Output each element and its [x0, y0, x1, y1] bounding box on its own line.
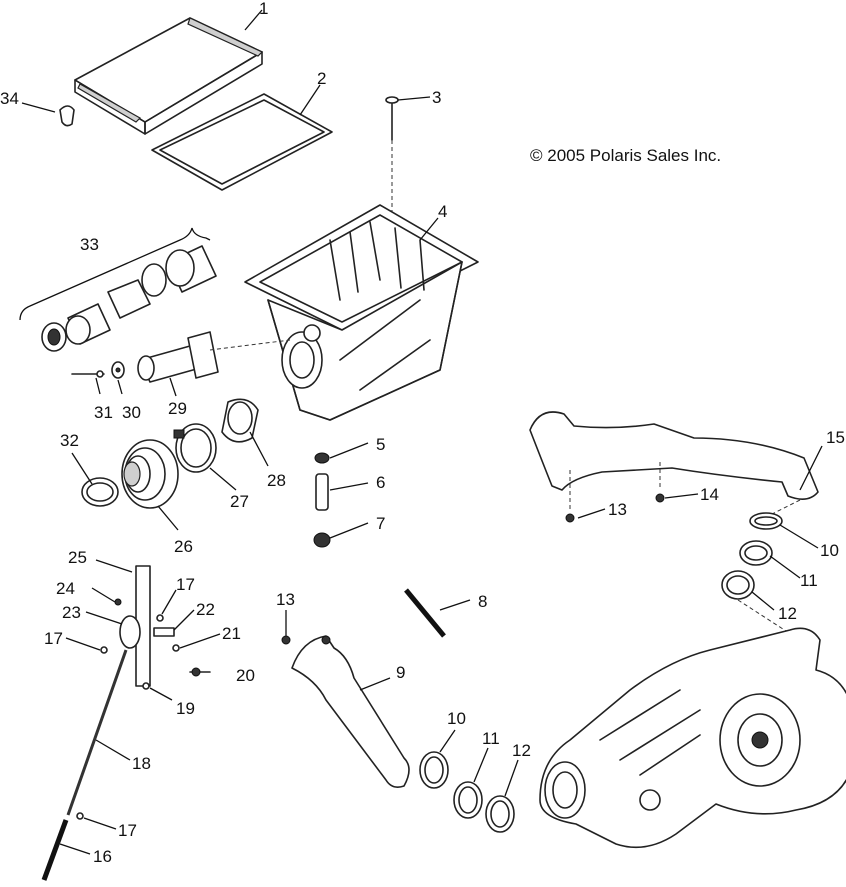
part-17-washer-a [156, 614, 164, 622]
callout-3: 3 [432, 88, 441, 107]
callout-5: 5 [376, 435, 385, 454]
callout-22: 22 [196, 600, 215, 619]
part-34-clip [59, 105, 75, 127]
part-13-nut-upper [565, 513, 575, 523]
part-9-inlet-duct [281, 635, 410, 788]
callout-16: 16 [93, 847, 112, 866]
part-28-coupler [221, 398, 259, 443]
callout-10-upper: 10 [820, 541, 839, 560]
callout-20: 20 [236, 666, 255, 685]
callout-34: 34 [0, 89, 19, 108]
part-21-washer [172, 644, 180, 652]
callout-12-upper: 12 [778, 604, 797, 623]
part-12-clamp-upper [721, 570, 801, 641]
part-32-clamp [81, 477, 119, 507]
callout-17-mid: 17 [44, 629, 63, 648]
callout-labels: 1 2 3 4 5 6 7 8 9 10 10 11 11 12 12 13 1… [0, 0, 845, 866]
part-17-washer-b [100, 646, 108, 654]
callout-14: 14 [700, 485, 719, 504]
copyright-notice: © 2005 Polaris Sales Inc. [530, 146, 721, 165]
part-11-ring-upper [739, 540, 773, 566]
part-20-bolt [189, 667, 211, 677]
callout-13-upper: 13 [608, 500, 627, 519]
callout-26: 26 [174, 537, 193, 556]
part-30-grommet [111, 361, 125, 379]
callout-10-lower: 10 [447, 709, 466, 728]
part-10-clamp-upper [749, 512, 783, 530]
callout-32: 32 [60, 431, 79, 450]
callout-1: 1 [259, 0, 268, 18]
callout-11-lower: 11 [482, 729, 500, 748]
callout-2: 2 [317, 69, 326, 88]
part-5-cap [314, 452, 330, 464]
callout-24: 24 [56, 579, 75, 598]
callout-29: 29 [168, 399, 187, 418]
callout-27: 27 [230, 492, 249, 511]
part-16-dipstick-end [41, 819, 69, 881]
callout-21: 21 [222, 624, 241, 643]
callout-11-upper: 11 [800, 571, 818, 590]
callout-31: 31 [94, 403, 113, 422]
part-15-outlet-duct [529, 411, 819, 516]
callout-7: 7 [376, 514, 385, 533]
part-22-fitting [153, 627, 175, 637]
callout-9: 9 [396, 663, 405, 682]
callout-30: 30 [122, 403, 141, 422]
callout-19: 19 [176, 699, 195, 718]
part-11-ring-lower [453, 781, 483, 819]
part-23-grommet [119, 615, 141, 649]
callout-17-bottom: 17 [118, 821, 137, 840]
part-26-boot [121, 439, 179, 509]
callout-17-top: 17 [176, 575, 195, 594]
part-19-washer [142, 682, 150, 690]
callout-25: 25 [68, 548, 87, 567]
cvt-cover [539, 627, 846, 849]
part-3-screw [385, 96, 399, 215]
part-29-intake-tube [137, 331, 291, 383]
callout-28: 28 [267, 471, 286, 490]
part-2-filter-element [151, 93, 333, 191]
callout-23: 23 [62, 603, 81, 622]
part-24-nut [114, 598, 122, 606]
callout-8: 8 [478, 592, 487, 611]
callout-33: 33 [80, 235, 99, 254]
callout-6: 6 [376, 473, 385, 492]
part-27-clamp [173, 423, 217, 473]
part-6-tube [315, 473, 329, 511]
part-1-airbox-cover [74, 17, 264, 135]
part-12-clamp-lower [485, 795, 515, 833]
callout-18: 18 [132, 754, 151, 773]
part-31-pin [71, 370, 105, 378]
part-8-hose [404, 588, 446, 638]
part-33-intake-kit [19, 227, 217, 352]
leader-lines [21, 9, 823, 855]
callout-15: 15 [826, 428, 845, 447]
part-17-washer-c [76, 812, 84, 820]
callout-13-lower: 13 [276, 590, 295, 609]
callout-12-lower: 12 [512, 741, 531, 760]
part-10-clamp-lower [419, 751, 449, 789]
part-14-nut [655, 493, 665, 503]
callout-4: 4 [438, 202, 447, 221]
part-7-clamp [313, 532, 331, 548]
part-4-airbox [244, 204, 479, 421]
part-18-rod [66, 649, 128, 816]
